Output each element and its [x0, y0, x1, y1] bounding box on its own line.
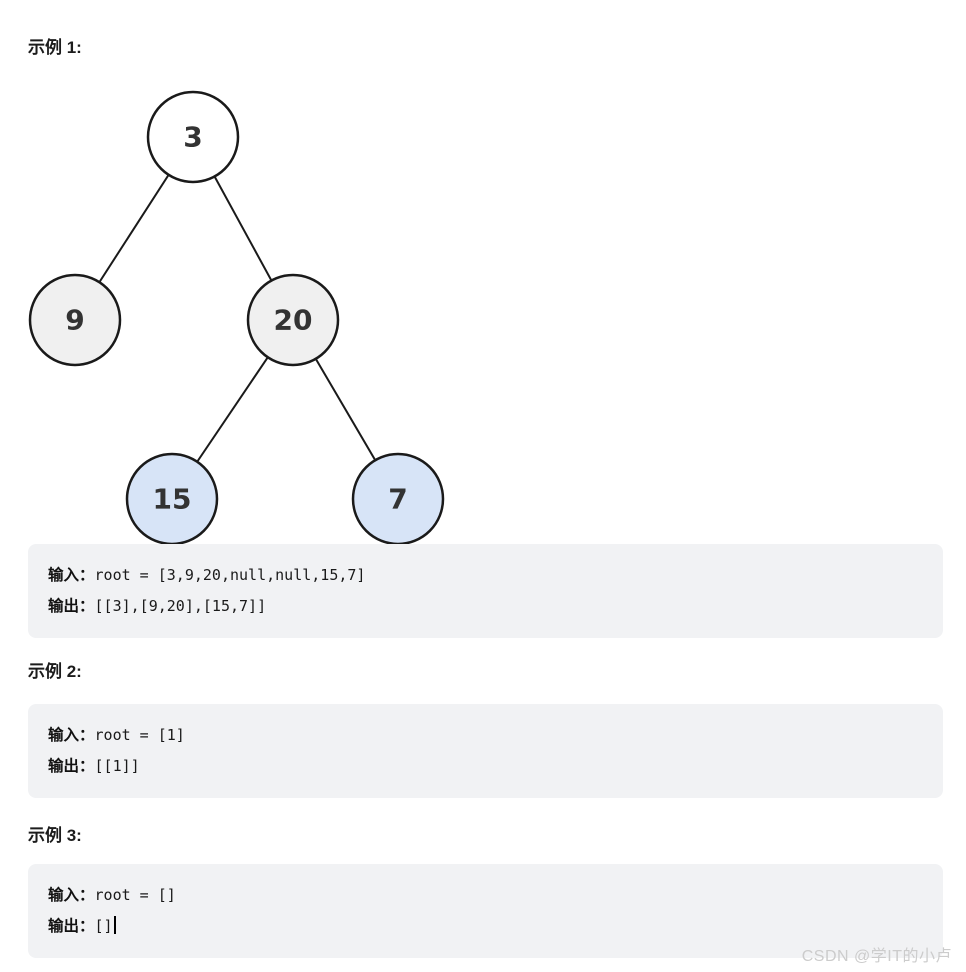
text-cursor — [113, 916, 116, 934]
example-1-code-block: 输入：root = [3,9,20,null,null,15,7] 输出：[[3… — [28, 544, 943, 638]
csdn-watermark: CSDN @学IT的小卢 — [801, 948, 952, 965]
example-2-input-line: 输入：root = [1] — [48, 720, 923, 751]
example-3-code-block: 输入：root = [] 输出：[] — [28, 864, 943, 958]
input-value: root = [1] — [94, 726, 185, 744]
example-section-1: 示例 1: 3 9 20 15 7 输入：root = [3,9,20,null,nul… — [28, 36, 966, 638]
tree-node-label-9: 9 — [65, 304, 84, 337]
tree-node-7 — [351, 452, 445, 544]
example-3-heading: 示例 3: — [28, 826, 82, 845]
output-label: 输出： — [48, 758, 95, 775]
tree-node-20 — [246, 273, 340, 367]
binary-tree-diagram: 3 9 20 15 7 — [28, 90, 445, 544]
output-value: [[1]] — [94, 757, 140, 775]
input-label: 输入： — [48, 567, 95, 584]
tree-node-label-3: 3 — [183, 121, 202, 154]
tree-node-15 — [125, 452, 219, 544]
tree-node-3 — [146, 90, 240, 184]
input-value: root = [3,9,20,null,null,15,7] — [94, 566, 366, 584]
tree-node-label-7: 7 — [388, 483, 407, 516]
output-label: 输出： — [48, 598, 95, 615]
tree-node-9 — [28, 273, 122, 367]
tree-node-label-20: 20 — [274, 304, 313, 337]
output-label: 输出： — [48, 918, 95, 935]
example-2-heading: 示例 2: — [28, 662, 82, 681]
example-1-heading: 示例 1: — [28, 38, 82, 57]
example-3-output-line: 输出：[] — [48, 911, 923, 942]
example-1-output-line: 输出：[[3],[9,20],[15,7]] — [48, 591, 923, 622]
output-value: [[3],[9,20],[15,7]] — [94, 597, 267, 615]
example-2-output-line: 输出：[[1]] — [48, 751, 923, 782]
output-value: [] — [94, 917, 113, 935]
example-1-input-line: 输入：root = [3,9,20,null,null,15,7] — [48, 560, 923, 591]
example-section-2: 示例 2: 输入：root = [1] 输出：[[1]] — [28, 660, 966, 798]
example-2-code-block: 输入：root = [1] 输出：[[1]] — [28, 704, 943, 798]
example-3-input-line: 输入：root = [] — [48, 880, 923, 911]
tree-node-label-15: 15 — [153, 483, 192, 516]
input-label: 输入： — [48, 727, 95, 744]
input-value: root = [] — [94, 886, 176, 904]
input-label: 输入： — [48, 887, 95, 904]
example-section-3: 示例 3: 输入：root = [] 输出：[] — [28, 824, 966, 958]
